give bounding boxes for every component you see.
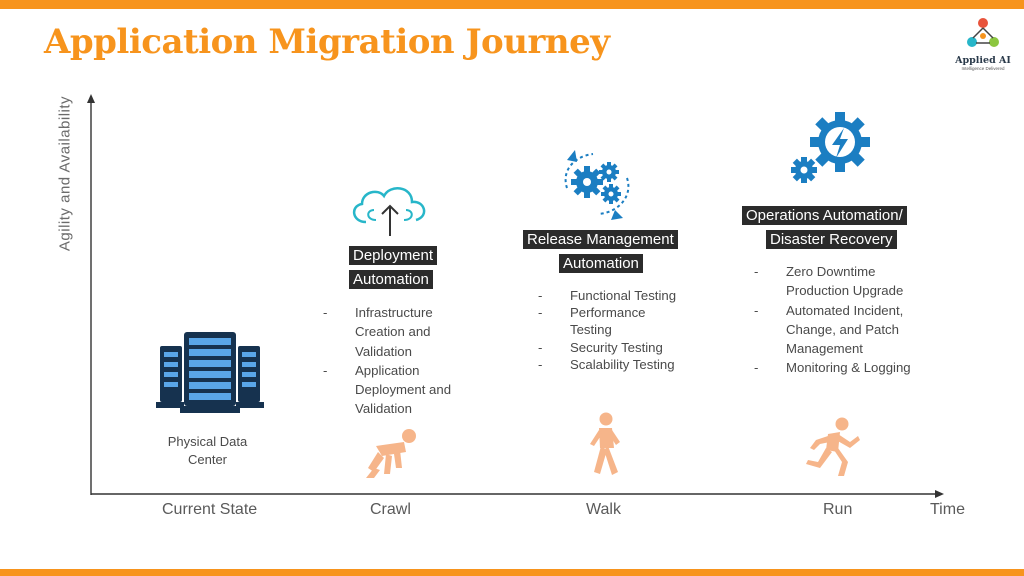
x-label-crawl: Crawl — [370, 501, 411, 518]
operations-automation-title-line-1: Operations Automation/ — [742, 206, 907, 225]
y-axis-arrow — [87, 94, 95, 103]
list-item: Infrastructure Creation and Validation — [323, 303, 473, 361]
company-logo: Applied AI Intelligence Delivered — [948, 16, 1018, 72]
gears-cycle-icon — [564, 150, 630, 220]
bottom-accent-bar — [0, 569, 1024, 576]
list-item: Scalability Testing — [538, 356, 698, 373]
y-axis-label: Agility and Availability — [56, 95, 74, 252]
list-item: Performance Testing — [538, 304, 670, 338]
list-item: Monitoring & Logging — [754, 358, 944, 378]
operations-automation-title-line-2: Disaster Recovery — [766, 230, 897, 249]
running-person-icon — [806, 417, 860, 476]
x-label-run: Run — [823, 501, 853, 518]
top-accent-bar — [0, 0, 1024, 9]
deployment-automation-title-line-2: Automation — [349, 270, 433, 289]
list-item: Functional Testing — [538, 287, 698, 304]
dc-label-line-2: Center — [187, 452, 228, 467]
list-item: Zero Downtime Production Upgrade — [754, 262, 916, 301]
gear-lightning-icon — [791, 112, 870, 183]
x-axis-arrow — [935, 490, 944, 498]
run-items-list: Zero Downtime Production Upgrade Automat… — [754, 262, 944, 378]
walking-person-icon — [590, 412, 620, 475]
list-item: Security Testing — [538, 339, 698, 356]
crawling-person-icon — [366, 429, 416, 478]
walk-items-list: Functional Testing Performance Testing S… — [538, 287, 698, 373]
x-label-walk: Walk — [586, 501, 621, 518]
logo-name: Applied AI — [955, 55, 1011, 66]
release-management-title-line-1: Release Management — [523, 230, 678, 249]
dc-label-line-1: Physical Data — [167, 434, 248, 449]
logo-icon — [967, 18, 999, 47]
list-item: Application Deployment and Validation — [323, 361, 473, 419]
physical-data-center-label: Physical Data Center — [150, 433, 265, 469]
deployment-automation-title-line-1: Deployment — [349, 246, 438, 265]
release-management-title-line-2: Automation — [559, 254, 643, 273]
crawl-items-list: Infrastructure Creation and Validation A… — [323, 303, 473, 419]
cloud-upload-icon — [353, 187, 426, 236]
x-label-current-state: Current State — [162, 501, 258, 518]
x-axis-time-label: Time — [930, 501, 965, 518]
logo-tagline: Intelligence Delivered — [961, 66, 1005, 71]
list-item: Automated Incident, Change, and Patch Ma… — [754, 301, 926, 359]
page-title: Application Migration Journey — [44, 22, 610, 62]
server-rack-icon — [156, 332, 264, 413]
